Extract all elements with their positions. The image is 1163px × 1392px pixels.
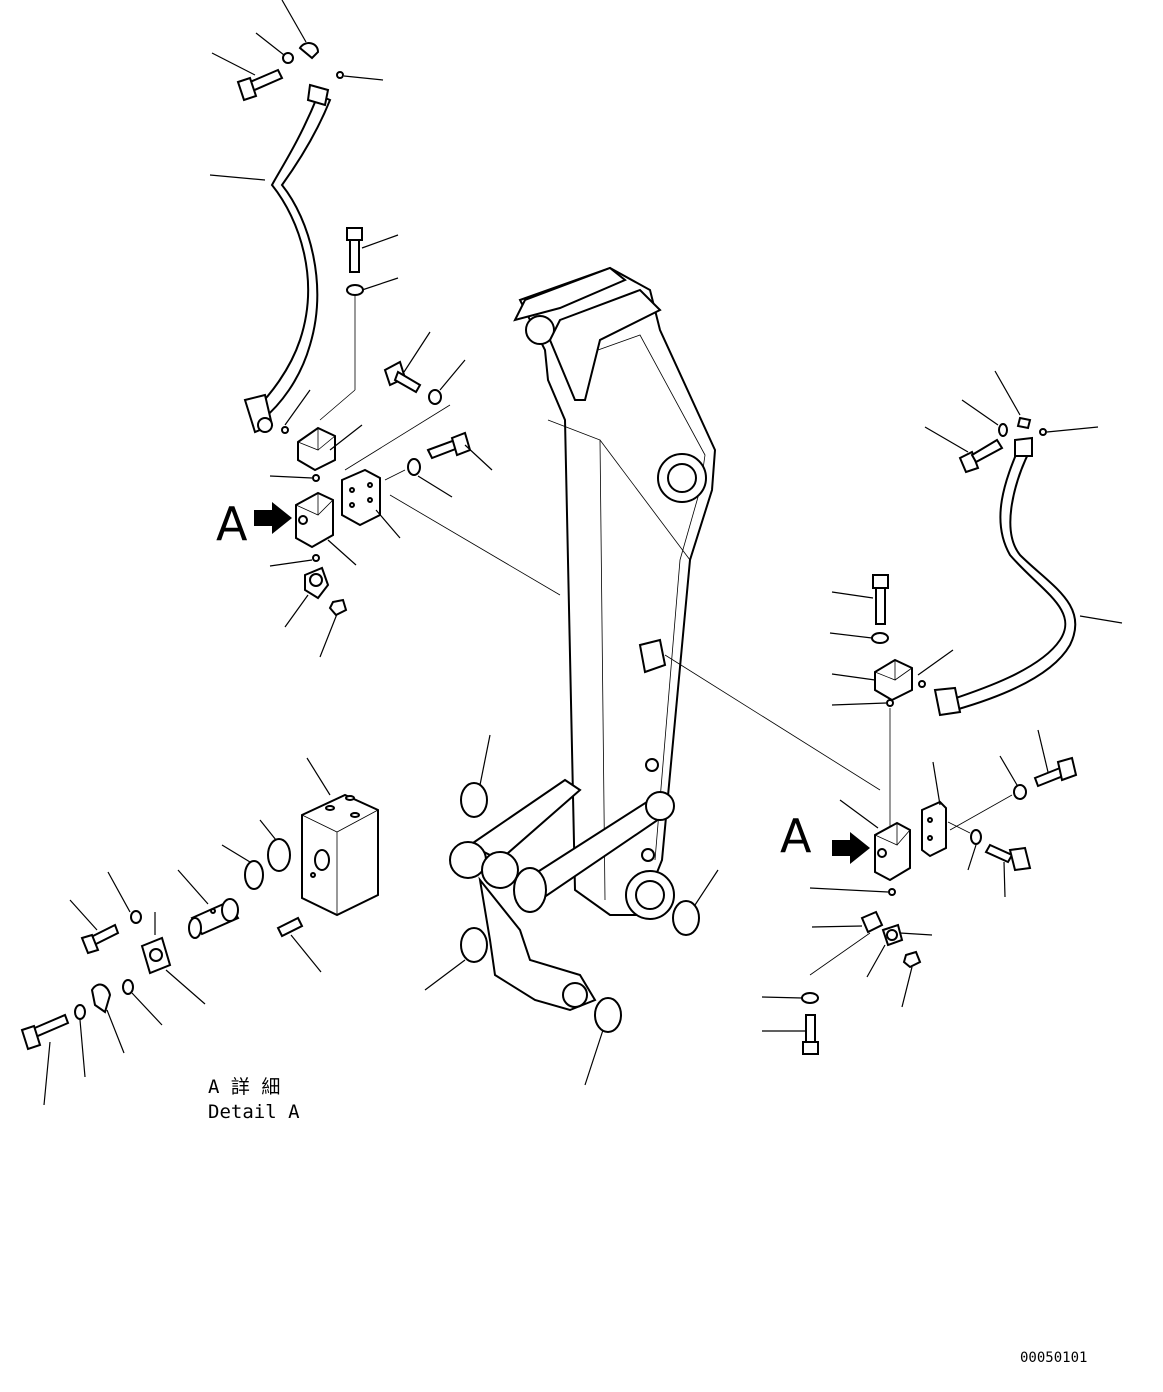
arrow-left-icon [254, 502, 292, 534]
detail-title-en: Detail A [208, 1101, 300, 1123]
right-hose-group: A [664, 370, 1123, 1055]
detail-a-view: A 詳 細 Detail A [20, 757, 379, 1123]
left-hose-group: A [209, 0, 561, 658]
callout-letter-right: A [780, 809, 812, 863]
figure-number: 00050101 [1020, 1350, 1087, 1366]
arrow-right-icon [832, 832, 870, 864]
callout-letter-left: A [216, 497, 248, 551]
detail-title-jp: A 詳 細 [208, 1076, 280, 1098]
arm-assembly [449, 266, 717, 1012]
seal-rings [424, 734, 719, 1086]
